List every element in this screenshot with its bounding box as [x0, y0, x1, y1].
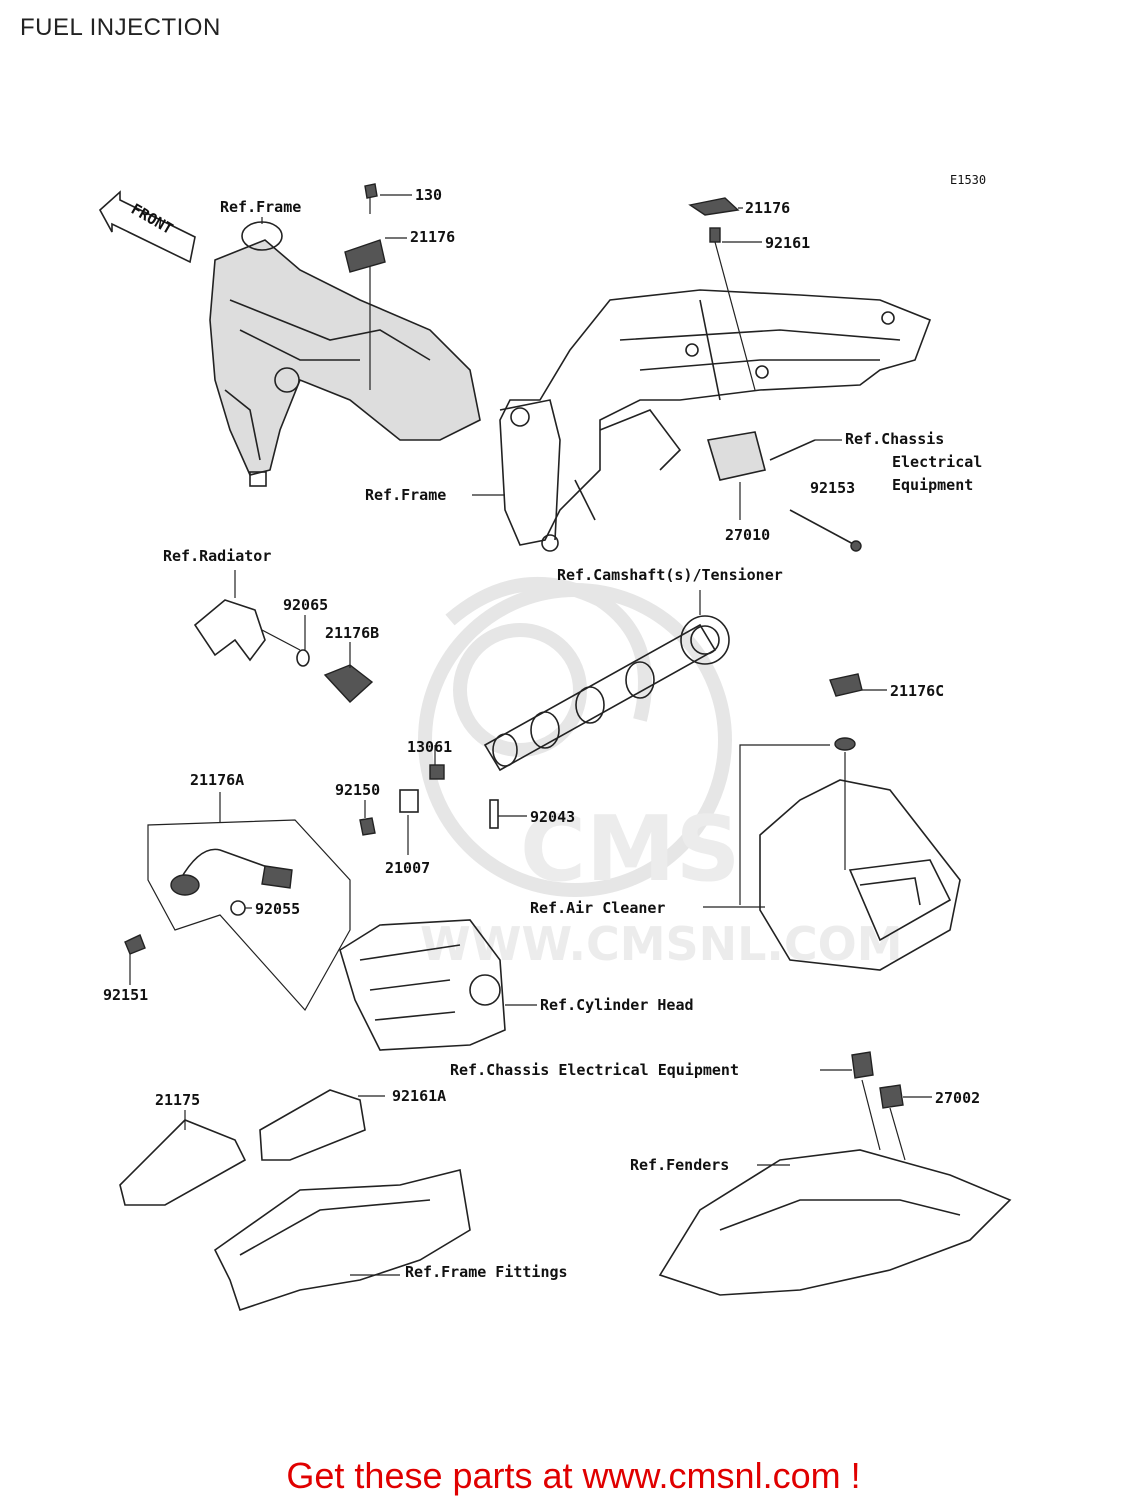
- ecu-bracket-92161A: [259, 1089, 385, 1161]
- temp-sensor-21176B: [261, 629, 374, 703]
- frame-left-drawing: [209, 221, 481, 487]
- label-13061: 13061: [407, 738, 452, 756]
- label-21176-left: 21176: [410, 228, 455, 246]
- part-labels: 130 21176 21176 92161 92153 27010 92065 …: [103, 186, 980, 1109]
- label-27010: 27010: [725, 526, 770, 544]
- label-21176B: 21176B: [325, 624, 379, 642]
- ref-chassis-electrical: Ref.Chassis Electrical Equipment: [450, 1061, 739, 1079]
- fenders: [658, 1051, 1012, 1296]
- page-title: FUEL INJECTION: [20, 14, 221, 41]
- ref-chassis-line1: Ref.Chassis: [845, 430, 944, 448]
- label-92161A: 92161A: [392, 1087, 446, 1105]
- diagram-code: E1530: [950, 173, 986, 187]
- ref-chassis-line3: Equipment: [892, 476, 973, 494]
- label-92065: 92065: [283, 596, 328, 614]
- parts-diagram: CMS WWW.CMSNL.COM E1530 FRONT: [98, 173, 1012, 1312]
- ref-chassis-line2: Electrical: [892, 453, 982, 471]
- ref-radiator: Ref.Radiator: [163, 547, 271, 565]
- label-27002: 27002: [935, 1089, 980, 1107]
- reference-labels: Ref.Frame Ref.Frame Ref.Chassis Electric…: [163, 198, 982, 1281]
- footer-promo-link[interactable]: Get these parts at www.cmsnl.com !: [286, 1455, 861, 1496]
- map-sensor-21176-left: [344, 183, 386, 273]
- ref-cylinder-head: Ref.Cylinder Head: [540, 996, 694, 1014]
- label-21176-right: 21176: [745, 199, 790, 217]
- label-21176A: 21176A: [190, 771, 244, 789]
- ref-fenders: Ref.Fenders: [630, 1156, 729, 1174]
- ref-frame-mid: Ref.Frame: [365, 486, 446, 504]
- radiator-housing: [193, 570, 266, 662]
- ref-frame-top: Ref.Frame: [220, 198, 301, 216]
- watermark-site: WWW.CMSNL.COM: [420, 917, 903, 971]
- ref-air-cleaner: Ref.Air Cleaner: [530, 899, 665, 917]
- label-92151: 92151: [103, 986, 148, 1004]
- front-label: FRONT: [128, 200, 176, 238]
- camshaft: [483, 590, 730, 772]
- cylinder-head: [339, 919, 506, 1051]
- label-92153: 92153: [810, 479, 855, 497]
- label-92161: 92161: [765, 234, 810, 252]
- bolt-92153: [769, 439, 862, 552]
- ref-camshaft: Ref.Camshaft(s)/Tensioner: [557, 566, 783, 584]
- label-92150: 92150: [335, 781, 380, 799]
- frame-fittings: [213, 1169, 471, 1312]
- label-21176C: 21176C: [890, 682, 944, 700]
- sensor-21176A-group: [124, 792, 351, 1012]
- label-21175: 21175: [155, 1091, 200, 1109]
- front-arrow-icon: FRONT: [98, 190, 196, 264]
- label-130: 130: [415, 186, 442, 204]
- watermark: CMS WWW.CMSNL.COM: [418, 577, 903, 971]
- air-cleaner: [739, 673, 961, 971]
- watermark-brand: CMS: [520, 797, 740, 902]
- small-parts-cam: [359, 745, 499, 855]
- label-92043: 92043: [530, 808, 575, 826]
- cover-21175: [119, 1110, 247, 1206]
- label-92055: 92055: [255, 900, 300, 918]
- frame-right-drawing: [499, 289, 932, 552]
- label-21007: 21007: [385, 859, 430, 877]
- ecu-27010: [706, 431, 766, 520]
- ref-frame-fittings: Ref.Frame Fittings: [405, 1263, 568, 1281]
- map-sensor-21176-right: [688, 197, 756, 391]
